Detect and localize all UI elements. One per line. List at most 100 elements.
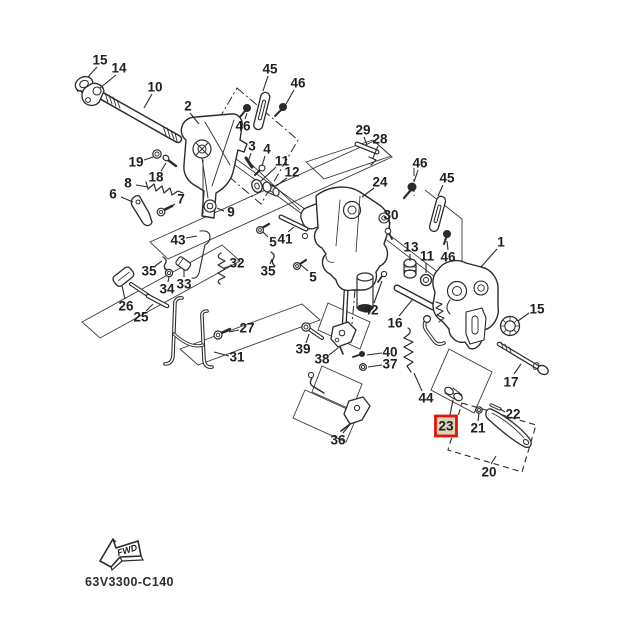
diagram-code: 63V3300-C140: [85, 575, 174, 589]
panel-left-cluster: [81, 244, 241, 339]
part-art-nut-19: [152, 149, 162, 159]
part-label-46[interactable]: 46: [412, 156, 428, 171]
part-label-15[interactable]: 15: [92, 53, 108, 68]
part-label-42[interactable]: 42: [363, 303, 378, 318]
leader-line-46: [285, 89, 295, 105]
parts-artwork: [74, 75, 549, 449]
part-label-39[interactable]: 39: [295, 342, 310, 357]
part-label-6[interactable]: 6: [109, 187, 117, 202]
part-label-35[interactable]: 35: [260, 264, 276, 279]
part-label-11[interactable]: 11: [275, 154, 290, 169]
leader-line-27: [228, 329, 240, 333]
part-label-27[interactable]: 27: [239, 321, 254, 336]
part-label-46[interactable]: 46: [440, 250, 456, 265]
leader-line-14: [99, 74, 117, 89]
part-art-plate-14: [81, 82, 105, 107]
part-label-26[interactable]: 26: [118, 299, 134, 314]
part-label-32[interactable]: 32: [229, 256, 244, 271]
leader-line-10: [143, 93, 153, 109]
part-art-screw-30: [384, 227, 393, 240]
leader-line-46: [244, 112, 248, 120]
part-label-45[interactable]: 45: [439, 171, 455, 186]
panel-27: [179, 303, 321, 366]
part-art-lever-6: [130, 194, 153, 227]
part-label-3[interactable]: 3: [248, 139, 256, 154]
part-label-2[interactable]: 2: [184, 99, 192, 114]
part-art-pin-3: [244, 156, 254, 169]
part-label-14[interactable]: 14: [111, 61, 127, 76]
part-label-40[interactable]: 40: [382, 345, 397, 360]
part-label-35[interactable]: 35: [141, 264, 157, 279]
leader-line-24: [361, 187, 375, 198]
leader-line-32: [223, 265, 231, 269]
part-label-8[interactable]: 8: [124, 176, 132, 191]
part-label-19[interactable]: 19: [128, 155, 143, 170]
part-label-5[interactable]: 5: [309, 270, 317, 285]
part-label-23[interactable]: 23: [438, 419, 454, 434]
part-label-15[interactable]: 15: [529, 302, 545, 317]
leader-line-5: [300, 264, 309, 272]
part-label-43[interactable]: 43: [170, 233, 186, 248]
part-art-pin-22: [489, 403, 502, 411]
part-label-7[interactable]: 7: [177, 192, 185, 207]
part-label-29[interactable]: 29: [355, 123, 370, 138]
part-art-stand-31: [163, 296, 214, 369]
part-art-washer-34: [164, 268, 174, 278]
leader-line-1: [480, 248, 498, 268]
leader-line-15: [87, 66, 98, 78]
part-label-9[interactable]: 9: [227, 205, 235, 220]
part-label-18[interactable]: 18: [148, 170, 164, 185]
part-label-12[interactable]: 12: [284, 165, 299, 180]
part-label-25[interactable]: 25: [133, 310, 149, 325]
leader-line-36: [342, 422, 352, 434]
part-label-46[interactable]: 46: [290, 76, 306, 91]
part-label-24[interactable]: 24: [372, 175, 388, 190]
part-art-rod-16: [393, 284, 437, 311]
part-art-nut-21: [475, 406, 483, 414]
part-art-screw-5a: [256, 222, 271, 235]
leader-line-26: [121, 285, 126, 300]
part-label-28[interactable]: 28: [372, 132, 388, 147]
part-label-33[interactable]: 33: [176, 277, 192, 292]
part-art-cam-38: [330, 321, 357, 355]
leader-line-18: [160, 162, 167, 172]
part-art-bracket-2: [180, 113, 248, 219]
part-label-37[interactable]: 37: [382, 357, 397, 372]
selected-part-highlight[interactable]: [434, 414, 458, 438]
part-art-bolt-17: [496, 341, 549, 376]
part-label-13[interactable]: 13: [403, 240, 419, 255]
part-art-washer-37: [359, 363, 368, 372]
part-art-arm-26: [129, 282, 151, 298]
part-label-31[interactable]: 31: [229, 350, 245, 365]
part-label-36[interactable]: 36: [330, 433, 346, 448]
leader-line-28: [372, 145, 379, 159]
part-label-20[interactable]: 20: [481, 465, 496, 480]
part-label-16[interactable]: 16: [387, 316, 403, 331]
part-art-cam-36: [307, 371, 371, 432]
part-label-41[interactable]: 41: [277, 232, 293, 247]
part-label-1[interactable]: 1: [497, 235, 505, 250]
leader-line-40: [366, 352, 383, 356]
part-art-spring-44: [403, 327, 414, 373]
part-label-46[interactable]: 46: [235, 119, 251, 134]
part-label-45[interactable]: 45: [262, 62, 278, 77]
leader-line-20: [490, 455, 497, 465]
part-label-5[interactable]: 5: [269, 235, 277, 250]
part-label-38[interactable]: 38: [314, 352, 330, 367]
leader-line-46: [413, 169, 419, 183]
part-label-44[interactable]: 44: [418, 391, 434, 406]
part-label-4[interactable]: 4: [263, 142, 271, 157]
leader-line-25: [145, 303, 154, 312]
part-label-10[interactable]: 10: [147, 80, 162, 95]
part-art-screw-46b: [239, 104, 251, 118]
part-label-21[interactable]: 21: [470, 421, 486, 436]
part-art-bracket-24: [300, 186, 391, 339]
part-label-22[interactable]: 22: [505, 407, 520, 422]
part-label-17[interactable]: 17: [503, 375, 518, 390]
part-label-34[interactable]: 34: [159, 282, 175, 297]
leader-line-11: [260, 166, 277, 182]
part-label-30[interactable]: 30: [383, 208, 398, 223]
part-label-11[interactable]: 11: [420, 249, 435, 264]
